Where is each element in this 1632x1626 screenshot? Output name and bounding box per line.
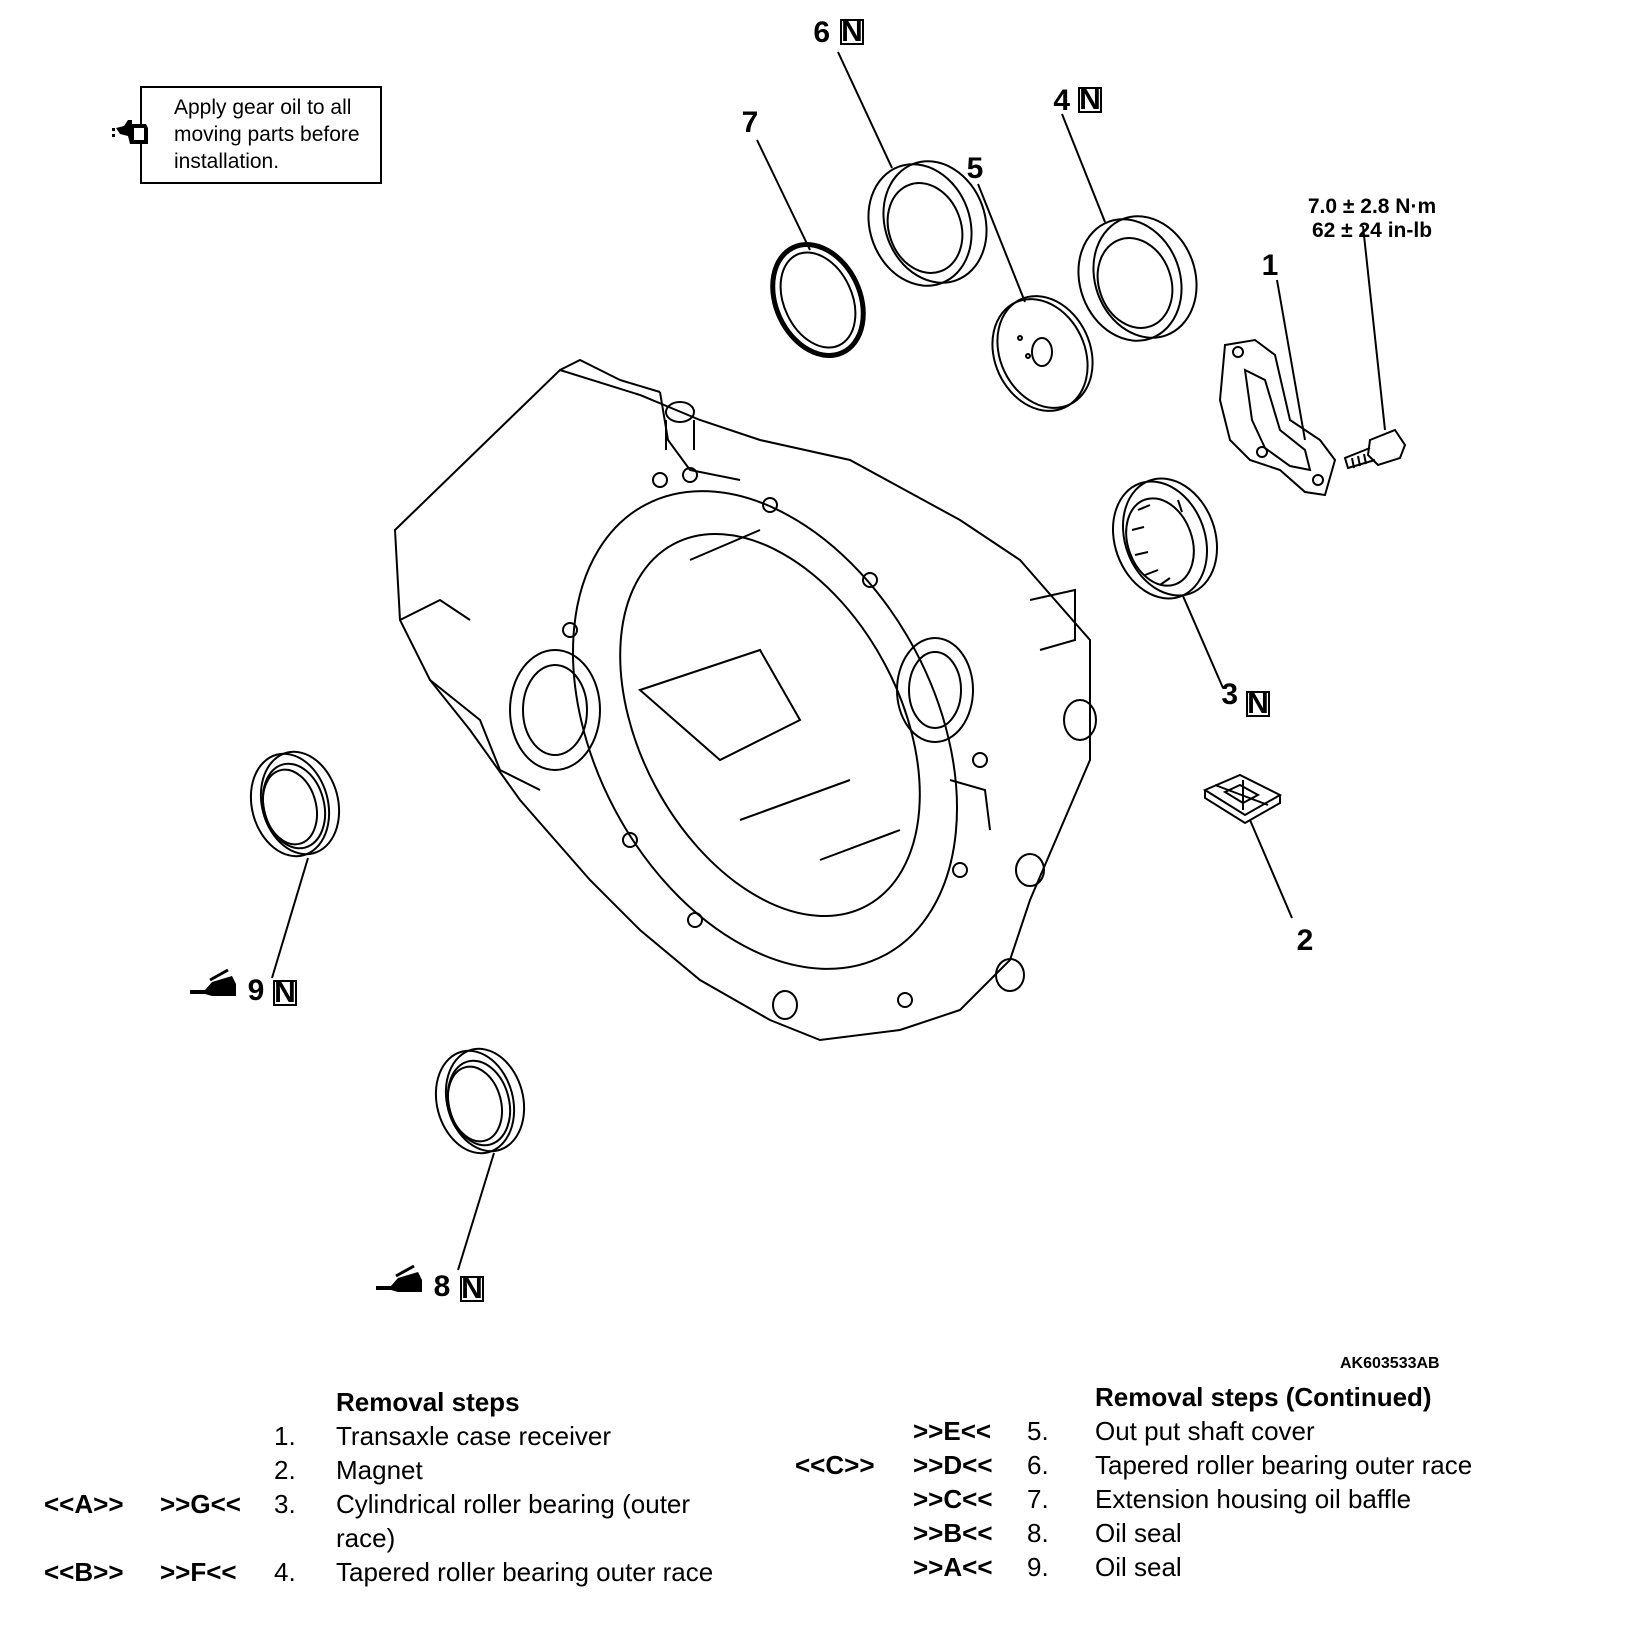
step-text: Magnet	[336, 1455, 423, 1485]
removal-steps-header: Removal steps	[336, 1387, 520, 1417]
n-badge-3-text: N	[1247, 687, 1269, 720]
step-number: 9.	[1027, 1552, 1049, 1582]
step-text: Oil seal	[1095, 1518, 1182, 1548]
n-badge-8-text: N	[461, 1272, 483, 1305]
part-4-bearing-race	[1077, 215, 1198, 342]
removal-steps-continued-header: Removal steps (Continued)	[1095, 1382, 1432, 1412]
step-row: race)	[40, 1521, 780, 1555]
part-8-oil-seal	[434, 1047, 526, 1155]
step-row: >>A<< 9. Oil seal	[795, 1550, 1615, 1584]
part-1-case-receiver	[1218, 338, 1337, 497]
seal-icon-9	[190, 968, 236, 996]
step-number: 3.	[274, 1489, 296, 1519]
step-row: 1. Transaxle case receiver	[40, 1419, 780, 1453]
n-badge-9-text: N	[274, 976, 296, 1009]
n-badge-3	[1246, 691, 1270, 717]
step-number: 1.	[274, 1421, 296, 1451]
callout-5: 5	[967, 152, 984, 185]
step-row: >>C<< 7. Extension housing oil baffle	[795, 1482, 1615, 1516]
step-code-b: >>G<<	[160, 1489, 241, 1519]
step-text: race)	[336, 1523, 396, 1553]
callout-7: 7	[742, 106, 759, 139]
n-badge-9	[273, 980, 297, 1006]
torque-inlb: 62 ± 24 in-lb	[1312, 219, 1432, 242]
step-text: Tapered roller bearing outer race	[1095, 1450, 1473, 1480]
step-code-b: >>E<<	[913, 1416, 992, 1446]
step-row: >>E<< 5. Out put shaft cover	[795, 1414, 1615, 1448]
torque-nm: 7.0 ± 2.8 N·m	[1308, 195, 1436, 218]
figure-reference: AK603533AB	[1340, 1355, 1440, 1372]
step-row: <<B>> >>F<< 4. Tapered roller bearing ou…	[40, 1555, 780, 1589]
step-number: 2.	[274, 1455, 296, 1485]
step-number: 7.	[1027, 1484, 1049, 1514]
step-code-b: >>A<<	[913, 1552, 993, 1582]
removal-steps-right: Removal steps (Continued) >>E<< 5. Out p…	[795, 1380, 1615, 1584]
step-number: 4.	[274, 1557, 296, 1587]
n-badge-6-text: N	[841, 15, 863, 48]
n-badge-8	[460, 1276, 484, 1302]
note-box: Apply gear oil to all moving parts befor…	[140, 86, 382, 184]
step-text: Tapered roller bearing outer race	[336, 1557, 714, 1587]
part-5-shaft-cover	[991, 295, 1094, 412]
step-text: Extension housing oil baffle	[1095, 1484, 1412, 1514]
part-3-roller-bearing	[1111, 477, 1219, 600]
step-text: Oil seal	[1095, 1552, 1182, 1582]
exploded-view-diagram: 6 N 7 4 N 5 7.0 ± 2.8 N·m 62 ± 24 in-lb …	[190, 15, 1436, 1305]
step-code-a: <<C>>	[795, 1450, 875, 1480]
oil-can-icon	[112, 120, 148, 144]
step-code-b: >>D<<	[913, 1450, 993, 1480]
part-9-oil-seal	[249, 750, 341, 858]
callout-1: 1	[1262, 249, 1279, 282]
bolt	[1343, 428, 1407, 470]
step-number: 6.	[1027, 1450, 1049, 1480]
step-text: Out put shaft cover	[1095, 1416, 1315, 1446]
callout-4: 4	[1053, 84, 1070, 117]
step-text: Transaxle case receiver	[336, 1421, 612, 1451]
removal-steps-left: Removal steps 1. Transaxle case receiver…	[40, 1385, 780, 1589]
step-row: <<A>> >>G<< 3. Cylindrical roller bearin…	[40, 1487, 780, 1521]
step-code-b: >>F<<	[160, 1557, 237, 1587]
n-badge-4-text: N	[1079, 83, 1101, 116]
n-badge-6	[840, 19, 864, 45]
callout-2: 2	[1297, 924, 1314, 957]
step-number: 5.	[1027, 1416, 1049, 1446]
callout-8: 8	[434, 1270, 451, 1303]
note-text: Apply gear oil to all moving parts befor…	[174, 96, 360, 173]
callout-3: 3	[1221, 678, 1238, 711]
step-row: <<C>> >>D<< 6. Tapered roller bearing ou…	[795, 1448, 1615, 1482]
step-row: 2. Magnet	[40, 1453, 780, 1487]
transaxle-case	[393, 358, 1097, 1042]
n-badge-4	[1078, 87, 1102, 113]
callout-6: 6	[813, 16, 830, 49]
step-number: 8.	[1027, 1518, 1049, 1548]
leader-lines	[271, 51, 1386, 1271]
step-code-b: >>B<<	[913, 1518, 993, 1548]
step-code-b: >>C<<	[913, 1484, 993, 1514]
callout-9: 9	[248, 974, 265, 1007]
part-2-magnet	[1202, 773, 1283, 825]
step-row: >>B<< 8. Oil seal	[795, 1516, 1615, 1550]
part-7-oil-baffle	[770, 242, 866, 358]
step-code-a: <<A>>	[44, 1489, 124, 1519]
step-code-a: <<B>>	[44, 1557, 124, 1587]
step-text: Cylindrical roller bearing (outer	[336, 1489, 691, 1519]
part-6-bearing-race	[867, 160, 988, 287]
seal-icon-8	[376, 1264, 422, 1292]
